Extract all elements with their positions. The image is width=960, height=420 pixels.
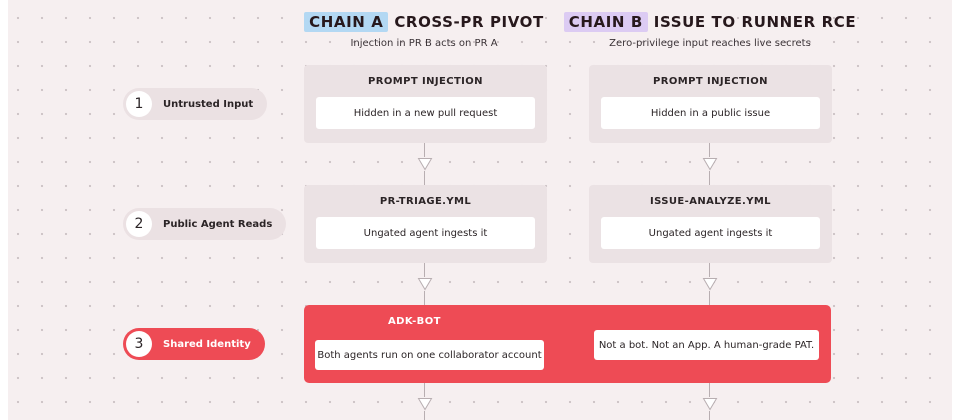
- card-detail: Ungated agent ingests it: [316, 217, 535, 249]
- chain-b-prompt-injection-card: PROMPT INJECTION Hidden in a public issu…: [589, 65, 832, 143]
- chain-b-title: ISSUE TO RUNNER RCE: [653, 13, 857, 31]
- chain-b-header: CHAIN B ISSUE TO RUNNER RCE Zero-privile…: [560, 12, 860, 49]
- chain-a-header: CHAIN A CROSS-PR PIVOT Injection in PR B…: [274, 12, 574, 49]
- chain-b-connector-1: [702, 143, 718, 185]
- step-2-pill: 2 Public Agent Reads: [123, 208, 287, 240]
- shared-identity-block: ADK-BOT Both agents run on one collabora…: [304, 305, 831, 383]
- step-1-label: Untrusted Input: [163, 98, 254, 110]
- chain-b-issue-analyze-card: ISSUE-ANALYZE.YML Ungated agent ingests …: [589, 185, 832, 263]
- step-2-number: 2: [126, 211, 152, 237]
- down-triangle-arrow-icon: [417, 398, 433, 411]
- chain-a-connector-2: [417, 263, 433, 305]
- left-margin: [0, 0, 8, 420]
- chain-a-prompt-injection-card: PROMPT INJECTION Hidden in a new pull re…: [304, 65, 547, 143]
- card-detail: Hidden in a public issue: [601, 97, 820, 129]
- shared-identity-right-note: Not a bot. Not an App. A human-grade PAT…: [594, 330, 819, 360]
- chain-b-connector-2: [702, 263, 718, 305]
- shared-identity-title: ADK-BOT: [388, 316, 441, 327]
- down-triangle-arrow-icon: [417, 278, 433, 291]
- chain-a-title: CROSS-PR PIVOT: [394, 13, 544, 31]
- card-title: PROMPT INJECTION: [368, 76, 483, 87]
- chain-b-title-row: CHAIN B ISSUE TO RUNNER RCE: [560, 12, 860, 32]
- chain-a-pr-triage-card: PR-TRIAGE.YML Ungated agent ingests it: [304, 185, 547, 263]
- chain-b-subtitle: Zero-privilege input reaches live secret…: [609, 38, 811, 49]
- chain-b-tag: CHAIN B: [563, 12, 648, 32]
- chain-a-connector-3: [417, 383, 433, 420]
- card-detail: Hidden in a new pull request: [316, 97, 535, 129]
- chain-a-subtitle: Injection in PR B acts on PR A: [350, 38, 498, 49]
- down-triangle-arrow-icon: [702, 398, 718, 411]
- step-3-label: Shared Identity: [163, 338, 251, 350]
- chain-a-tag: CHAIN A: [304, 12, 389, 32]
- card-detail: Ungated agent ingests it: [601, 217, 820, 249]
- chain-a-title-row: CHAIN A CROSS-PR PIVOT: [274, 12, 574, 32]
- down-triangle-arrow-icon: [417, 158, 433, 171]
- down-triangle-arrow-icon: [702, 278, 718, 291]
- step-3-number: 3: [126, 331, 152, 357]
- card-title: ISSUE-ANALYZE.YML: [650, 196, 771, 207]
- right-margin: [952, 0, 960, 420]
- step-3-pill: 3 Shared Identity: [123, 328, 265, 360]
- step-1-pill: 1 Untrusted Input: [123, 88, 268, 120]
- step-1-number: 1: [126, 91, 152, 117]
- shared-identity-left-note: Both agents run on one collaborator acco…: [315, 340, 544, 370]
- card-title: PR-TRIAGE.YML: [379, 196, 472, 207]
- chain-a-connector-1: [417, 143, 433, 185]
- step-2-label: Public Agent Reads: [163, 218, 273, 230]
- down-triangle-arrow-icon: [702, 158, 718, 171]
- chain-b-connector-3: [702, 383, 718, 420]
- card-title: PROMPT INJECTION: [653, 76, 768, 87]
